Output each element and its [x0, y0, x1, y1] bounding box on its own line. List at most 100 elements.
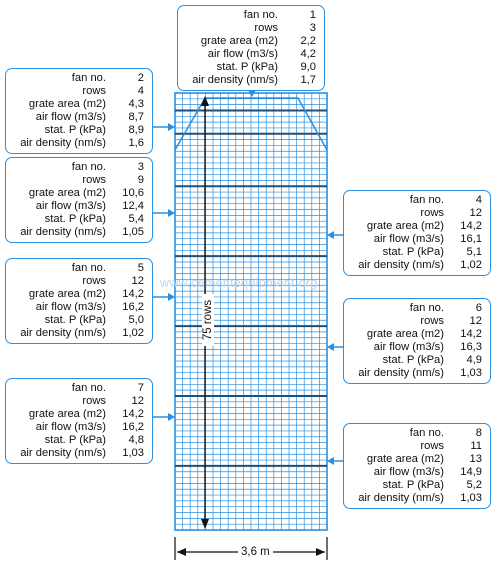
rows-label: rows	[420, 440, 444, 452]
stat-p-label: stat. P (kPa)	[44, 213, 106, 225]
fan-5-stat-p-row: stat. P (kPa) 5,0	[12, 314, 144, 327]
fan-6-rows-row: rows 12	[350, 315, 482, 328]
fan-5-fan-no-row: fan no.5	[12, 262, 144, 275]
stat-p-label: stat. P (kPa)	[44, 124, 106, 136]
air-flow-label: air flow (m3/s)	[35, 301, 106, 313]
fan-2-connector-arrow	[168, 123, 175, 131]
fan-1-air-density-row: air density (nm/s) 1,7	[184, 74, 316, 87]
rows-value: 12	[131, 275, 144, 287]
fan-5-air-density-row: air density (nm/s)1,02	[12, 327, 144, 340]
grate-area-value: 4,3	[128, 98, 144, 110]
fan-5-grate-area-row: grate area (m2)14,2	[12, 288, 144, 301]
fan-no-label: fan no.	[409, 427, 444, 439]
rows-value: 9	[137, 174, 144, 186]
fan-no-value: 2	[137, 72, 144, 84]
fan-7-grate-area-row: grate area (m2)14,2	[12, 408, 144, 421]
width-label: 3,6 m	[238, 546, 273, 558]
grate-area-label: grate area (m2)	[366, 453, 444, 465]
fan-7-fan-no-row: fan no. 7	[12, 382, 144, 395]
fan-6-air-density-row: air density (nm/s)1,03	[350, 367, 482, 380]
fan-8-grate-area-row: grate area (m2) 13	[350, 453, 482, 466]
fan-8-air-flow-row: air flow (m3/s)14,9	[350, 466, 482, 479]
stat-p-label: stat. P (kPa)	[382, 246, 444, 258]
fan-8-fan-no-row: fan no. 8	[350, 427, 482, 440]
air-flow-value: 4,2	[300, 48, 316, 60]
fan-no-label: fan no.	[71, 382, 106, 394]
fan-no-label: fan no.	[409, 194, 444, 206]
stat-p-value: 5,0	[128, 314, 144, 326]
fan-7-connector-arrow	[168, 413, 175, 421]
rows-value: 3	[309, 22, 316, 34]
fan-8-connector-arrow	[327, 457, 334, 465]
fan-1-zone-outline	[174, 97, 328, 151]
fan-2-stat-p-row: stat. P (kPa) 8,9	[12, 124, 144, 137]
fan-3-air-density-row: air density (nm/s) 1,05	[12, 226, 144, 239]
fan-no-value: 7	[137, 382, 144, 394]
grate-area-value: 13	[469, 453, 482, 465]
fan-no-label: fan no.	[71, 161, 106, 173]
fan-no-value: 4	[475, 194, 482, 206]
width-arrow-left	[177, 548, 186, 556]
grate-area-label: grate area (m2)	[28, 98, 106, 110]
stat-p-label: stat. P (kPa)	[44, 314, 106, 326]
air-flow-value: 16,2	[122, 421, 144, 433]
fan-no-value: 6	[475, 302, 482, 314]
air-density-label: air density (nm/s)	[358, 259, 444, 271]
air-density-label: air density (nm/s)	[192, 74, 278, 86]
rows-value: 11	[470, 440, 482, 452]
grate-area-value: 14,2	[460, 220, 482, 232]
stat-p-label: stat. P (kPa)	[382, 479, 444, 491]
fan-7-air-density-row: air density (nm/s)1,03	[12, 447, 144, 460]
rows-label: rows	[420, 207, 444, 219]
grate-area-value: 10,6	[122, 187, 144, 199]
fan-3-grate-area-row: grate area (m2) 10,6	[12, 187, 144, 200]
grate-area-label: grate area (m2)	[200, 35, 278, 47]
rows-value: 12	[469, 315, 482, 327]
fan-no-label: fan no.	[243, 9, 278, 21]
fan-1-stat-p-row: stat. P (kPa)9,0	[184, 61, 316, 74]
air-flow-value: 16,3	[460, 341, 482, 353]
fan-no-value: 8	[475, 427, 482, 439]
stat-p-label: stat. P (kPa)	[382, 354, 444, 366]
air-density-value: 1,02	[460, 259, 482, 271]
fan-zone-dividers	[175, 109, 327, 467]
fan-3-fan-no-row: fan no. 3	[12, 161, 144, 174]
air-flow-value: 16,2	[122, 301, 144, 313]
width-arrow-right	[316, 548, 325, 556]
stat-p-value: 8,9	[128, 124, 144, 136]
air-density-label: air density (nm/s)	[20, 226, 106, 238]
fan-8-air-density-row: air density (nm/s)1,03	[350, 492, 482, 505]
stat-p-value: 5,1	[466, 246, 482, 258]
air-flow-value: 12,4	[122, 200, 144, 212]
rows-arrow-top	[201, 96, 209, 106]
fan-no-value: 3	[137, 161, 144, 173]
air-density-value: 1,05	[122, 226, 144, 238]
air-density-label: air density (nm/s)	[358, 367, 444, 379]
stat-p-value: 4,9	[466, 354, 482, 366]
grate-area-label: grate area (m2)	[28, 187, 106, 199]
stat-p-value: 5,2	[466, 479, 482, 491]
grate-area-label: grate area (m2)	[28, 288, 106, 300]
fan-8-stat-p-row: stat. P (kPa) 5,2	[350, 479, 482, 492]
stat-p-value: 9,0	[300, 61, 316, 73]
rows-label: rows	[420, 315, 444, 327]
air-density-value: 1,6	[128, 137, 144, 149]
air-density-value: 1,7	[300, 74, 316, 86]
grate-area-label: grate area (m2)	[366, 328, 444, 340]
fan-7-air-flow-row: air flow (m3/s)16,2	[12, 421, 144, 434]
fan-6-fan-no-row: fan no.6	[350, 302, 482, 315]
air-density-label: air density (nm/s)	[20, 327, 106, 339]
air-density-value: 1,03	[122, 447, 144, 459]
air-density-label: air density (nm/s)	[20, 137, 106, 149]
fan-2-air-density-row: air density (nm/s) 1,6	[12, 137, 144, 150]
fan-7-stat-p-row: stat. P (kPa)4,8	[12, 434, 144, 447]
